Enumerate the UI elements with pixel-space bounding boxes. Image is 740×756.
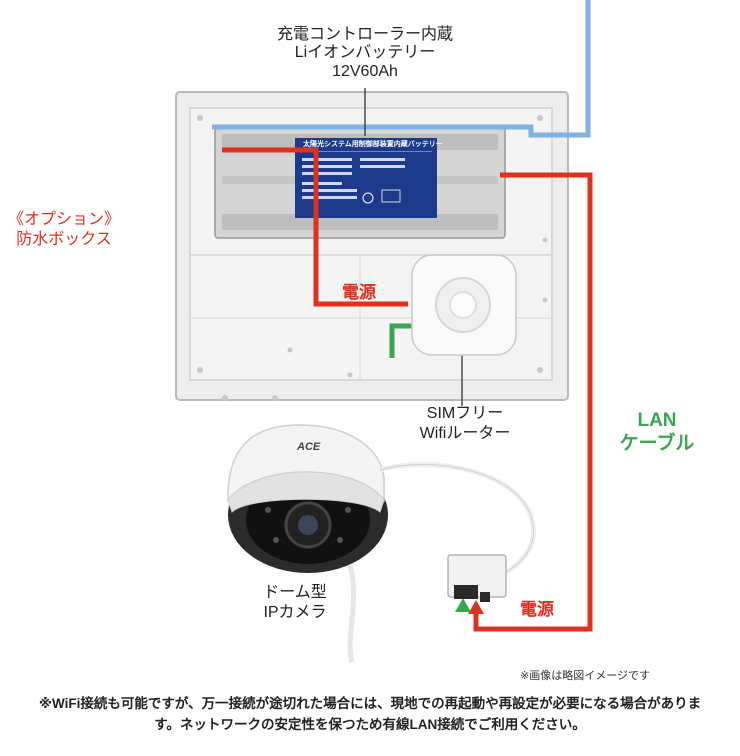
lan-label-line-1: LAN (637, 410, 677, 431)
battery-label: 充電コントローラー内蔵 Liイオンバッテリー 12V60Ah (240, 26, 490, 81)
router-label-line-1: SIMフリー (426, 405, 504, 422)
power-label-router: 電源 (342, 283, 376, 302)
router-label: SIMフリー Wifiルーター (405, 404, 525, 444)
lan-connector (447, 554, 507, 602)
battery-label-line-2: Liイオンバッテリー (294, 44, 436, 62)
battery-unit (214, 127, 506, 239)
power-line-router (222, 147, 408, 307)
camera-label-line-1: ドーム型 (263, 584, 327, 601)
lan-label-line-2: ケーブル (619, 432, 695, 454)
router-label-line-2: Wifiルーター (419, 425, 511, 442)
router-device (411, 254, 517, 356)
dome-camera (227, 424, 388, 663)
camera-label: ドーム型 IPカメラ (240, 583, 350, 623)
camera-label-line-2: IPカメラ (263, 604, 327, 621)
power-line-camera (473, 172, 593, 632)
battery-label-line-3: 12V60Ah (332, 62, 398, 80)
battery-sticker-title: 太陽光システム用制御部装置内蔵バッテリー (303, 141, 443, 148)
footer-note: ※WiFi接続も可能ですが、万一接続が途切れた場合には、現地での再起動や再設定が… (38, 696, 702, 732)
lan-cable-label: LAN ケーブル (612, 410, 702, 456)
blue-cable (212, 0, 591, 138)
power-label-camera: 電源 (520, 600, 554, 619)
lan-arrow (455, 598, 471, 612)
power-arrow-camera (468, 600, 484, 614)
lan-line (389, 323, 412, 358)
box-label-line-2: 防水ボックス (16, 231, 112, 248)
camera-brand-logo: ACE (297, 441, 321, 453)
image-note: ※画像は略図イメージです (520, 670, 650, 682)
box-label-line-1: 《オプション》 (8, 211, 121, 228)
battery-label-line-1: 充電コントローラー内蔵 (276, 26, 453, 43)
box-label: 《オプション》 防水ボックス (8, 210, 120, 250)
